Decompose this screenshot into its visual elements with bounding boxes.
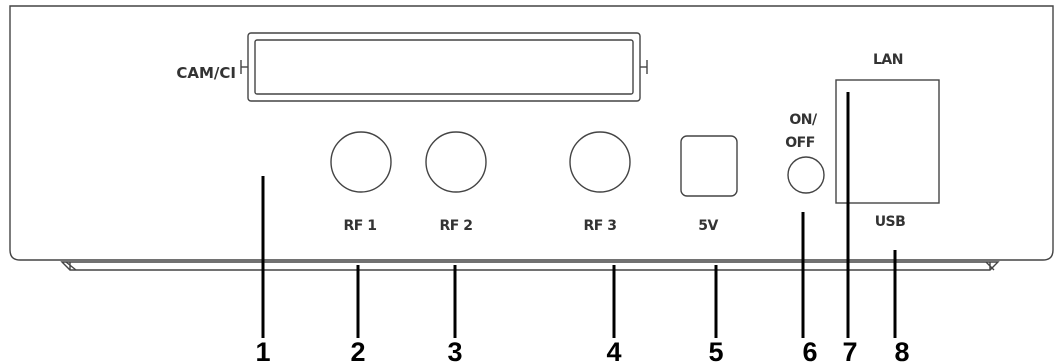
lan-usb-port-block <box>835 79 940 204</box>
callout-number-6: 6 <box>802 337 817 364</box>
on-off-label-bottom: OFF <box>785 135 815 151</box>
usb-label: USB <box>875 214 906 230</box>
callout-number-2: 2 <box>350 337 365 364</box>
callout-number-1: 1 <box>255 337 270 364</box>
dc-5v-label: 5V <box>698 218 718 234</box>
rf1-connector <box>330 131 392 193</box>
callout-number-4: 4 <box>606 337 621 364</box>
callout-number-7: 7 <box>842 337 857 364</box>
base-foot-left-icon <box>65 261 77 271</box>
device-housing <box>9 5 1054 261</box>
base-foot-right-icon <box>985 261 995 271</box>
lan-label: LAN <box>873 52 903 68</box>
base-rail <box>60 261 1000 271</box>
rf3-connector <box>569 131 631 193</box>
rf3-label: RF 3 <box>584 218 617 234</box>
rf2-connector <box>425 131 487 193</box>
rf2-label: RF 2 <box>440 218 473 234</box>
callout-number-3: 3 <box>447 337 462 364</box>
power-switch <box>787 156 825 194</box>
callout-number-8: 8 <box>894 337 909 364</box>
callout-number-5: 5 <box>708 337 723 364</box>
on-off-label-top: ON/ <box>789 112 818 128</box>
cam-ci-label: CAM/CI <box>176 64 236 82</box>
rf1-label: RF 1 <box>344 218 377 234</box>
dc-5v-jack <box>680 135 738 197</box>
cam-ci-slot <box>240 32 648 102</box>
